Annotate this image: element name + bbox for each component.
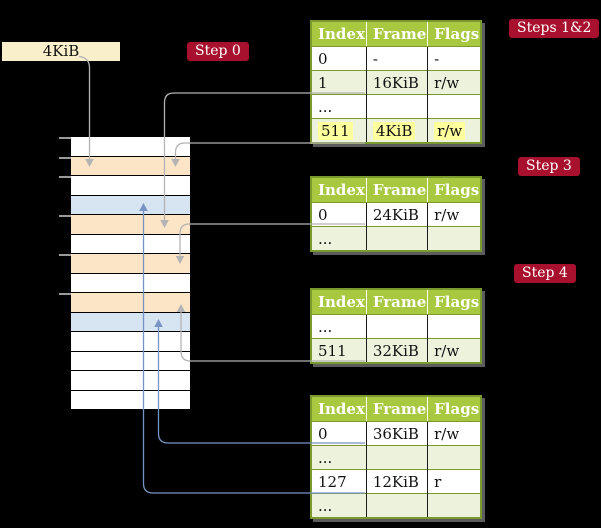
- page-table-level-0: Index Frame Flags 0 - - 1 16KiB r/w ... …: [310, 20, 482, 144]
- page-table-level-2: Index Frame Flags ... 511 32KiB r/w: [310, 288, 482, 364]
- badge-step-0: Step 0: [187, 42, 249, 61]
- memory-frame-row-white: [71, 176, 190, 195]
- cell-index: 0: [311, 46, 367, 71]
- memory-tick: [59, 176, 71, 178]
- cell-flags: [427, 226, 481, 251]
- col-header-flags: Flags: [427, 21, 481, 47]
- cell-frame: [365, 493, 428, 518]
- memory-frame-row-white: [71, 351, 190, 370]
- cell-frame: [365, 445, 428, 470]
- table-row-highlighted: 511 4KiB r/w: [311, 118, 481, 143]
- table-row: 1 16KiB r/w: [311, 70, 481, 95]
- page-size-box: 4KiB: [2, 42, 120, 61]
- cell-index: ...: [311, 445, 367, 470]
- table-row: 127 12KiB r: [311, 469, 481, 494]
- memory-tick: [59, 215, 71, 217]
- table-header-row: Index Frame Flags: [311, 396, 481, 422]
- col-header-flags: Flags: [427, 289, 481, 315]
- cell-index: 0: [311, 202, 367, 227]
- cell-frame: 4KiB: [365, 118, 428, 143]
- cell-frame: [365, 94, 428, 119]
- table-header-row: Index Frame Flags: [311, 21, 481, 47]
- memory-frame-row-white: [71, 371, 190, 390]
- physical-memory-stack: [71, 137, 190, 410]
- cell-flags: -: [427, 46, 481, 71]
- badge-steps-1-2: Steps 1&2: [509, 19, 600, 38]
- memory-tick: [59, 137, 71, 139]
- table-row: ...: [311, 445, 481, 470]
- memory-frame-row-white: [71, 390, 190, 409]
- col-header-flags: Flags: [427, 396, 481, 422]
- badge-step-3: Step 3: [518, 157, 580, 176]
- cell-flags: [427, 445, 481, 470]
- table-row: 0 36KiB r/w: [311, 421, 481, 446]
- memory-frame-row-peach: [71, 215, 190, 234]
- table-row: ...: [311, 314, 481, 339]
- page-table-level-1: Index Frame Flags 0 24KiB r/w ...: [310, 176, 482, 252]
- cell-flags: [427, 94, 481, 119]
- cell-index: 127: [311, 469, 367, 494]
- cell-frame: [365, 314, 428, 339]
- cell-flags: [427, 493, 481, 518]
- table-header-row: Index Frame Flags: [311, 177, 481, 203]
- col-header-index: Index: [311, 396, 367, 422]
- col-header-frame: Frame: [365, 177, 428, 203]
- cell-flags: r/w: [427, 202, 481, 227]
- cell-index: ...: [311, 314, 367, 339]
- highlighted-value: 4KiB: [372, 121, 416, 140]
- cell-flags: [427, 314, 481, 339]
- col-header-frame: Frame: [365, 289, 428, 315]
- col-header-index: Index: [311, 289, 367, 315]
- memory-frame-row-peach: [71, 156, 190, 175]
- memory-frame-row-peach: [71, 293, 190, 312]
- cell-flags: r/w: [427, 70, 481, 95]
- cell-frame: 12KiB: [365, 469, 428, 494]
- cell-flags: r/w: [427, 421, 481, 446]
- table-row: 0 - -: [311, 46, 481, 71]
- memory-tick: [59, 293, 71, 295]
- table-row: 511 32KiB r/w: [311, 338, 481, 363]
- col-header-index: Index: [311, 177, 367, 203]
- cell-index: 511: [311, 338, 367, 363]
- col-header-frame: Frame: [365, 396, 428, 422]
- cell-index: ...: [311, 493, 367, 518]
- table-row: ...: [311, 94, 481, 119]
- memory-frame-row-blue: [71, 195, 190, 214]
- table-row: ...: [311, 493, 481, 518]
- col-header-index: Index: [311, 21, 367, 47]
- cell-frame: 16KiB: [365, 70, 428, 95]
- memory-frame-row-blue: [71, 312, 190, 331]
- col-header-flags: Flags: [427, 177, 481, 203]
- arrow-pt0-idx511-to-frame4k: [174, 142, 365, 159]
- cell-index: ...: [311, 226, 367, 251]
- cell-frame: 32KiB: [365, 338, 428, 363]
- memory-tick: [59, 156, 71, 159]
- memory-frame-row-white: [71, 137, 190, 156]
- cell-frame: 24KiB: [365, 202, 428, 227]
- cell-index: 1: [311, 70, 367, 95]
- table-row: 0 24KiB r/w: [311, 202, 481, 227]
- table-row: ...: [311, 226, 481, 251]
- cell-flags: r/w: [427, 338, 481, 363]
- memory-tick: [59, 254, 71, 256]
- col-header-frame: Frame: [365, 21, 428, 47]
- memory-frame-row-peach: [71, 254, 190, 273]
- highlighted-value: r/w: [434, 121, 466, 140]
- cell-index: ...: [311, 94, 367, 119]
- highlighted-value: 511: [318, 121, 353, 140]
- cell-frame: 36KiB: [365, 421, 428, 446]
- memory-frame-row-white: [71, 273, 190, 292]
- page-table-level-3: Index Frame Flags 0 36KiB r/w ... 127 12…: [310, 395, 482, 519]
- memory-frame-row-white: [71, 332, 190, 351]
- cell-frame: -: [365, 46, 428, 71]
- cell-flags: r: [427, 469, 481, 494]
- cell-flags: r/w: [427, 118, 481, 143]
- table-header-row: Index Frame Flags: [311, 289, 481, 315]
- cell-frame: [365, 226, 428, 251]
- cell-index: 0: [311, 421, 367, 446]
- badge-step-4: Step 4: [514, 264, 576, 283]
- memory-frame-row-white: [71, 234, 190, 253]
- cell-index: 511: [311, 118, 367, 143]
